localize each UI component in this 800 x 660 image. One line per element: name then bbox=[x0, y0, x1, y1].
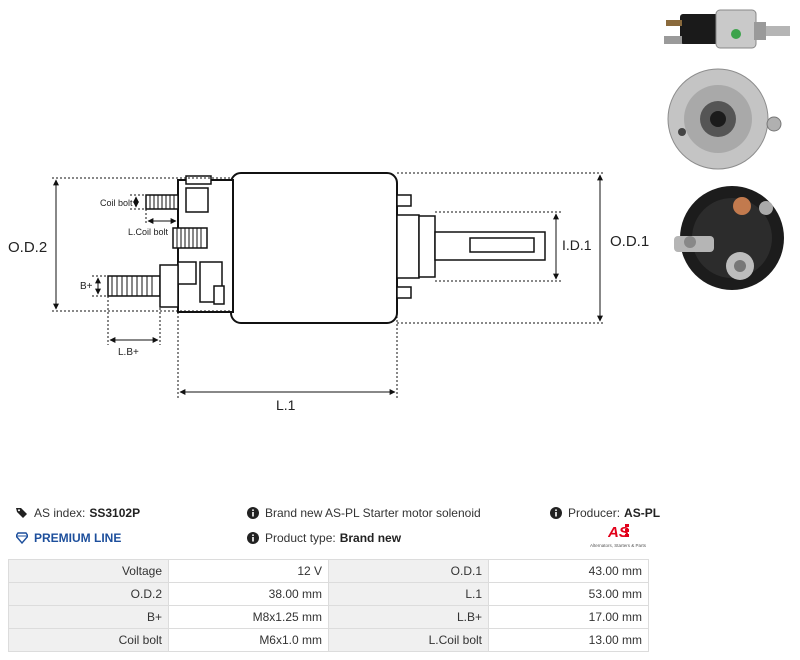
spec-value: 17.00 mm bbox=[488, 605, 649, 629]
spec-label: L.B+ bbox=[328, 605, 489, 629]
od1-label: O.D.1 bbox=[610, 233, 649, 250]
spec-label: Coil bolt bbox=[8, 628, 169, 652]
svg-text:AS: AS bbox=[608, 524, 629, 540]
spec-label: B+ bbox=[8, 605, 169, 629]
spec-label: Voltage bbox=[8, 559, 169, 583]
product-photo-rear bbox=[674, 186, 784, 290]
l-coil-bolt-label: L.Coil bolt bbox=[128, 227, 169, 237]
spec-value: 53.00 mm bbox=[488, 582, 649, 606]
od2-label: O.D.2 bbox=[8, 239, 47, 256]
as-pl-logo: AS Alternators, Starters & Parts bbox=[586, 522, 650, 552]
as-index-value: SS3102P bbox=[89, 506, 141, 520]
spec-label: O.D.1 bbox=[328, 559, 489, 583]
b-plus-bolt bbox=[107, 264, 179, 308]
as-logo-mark: AS bbox=[608, 524, 629, 540]
coil-terminal-thread bbox=[172, 227, 208, 249]
spec-label: L.Coil bolt bbox=[328, 628, 489, 652]
spec-label: O.D.2 bbox=[8, 582, 169, 606]
info-icon bbox=[247, 532, 259, 544]
product-type-row: Product type: Brand new bbox=[247, 531, 401, 545]
logo-subtext: Alternators, Starters & Parts bbox=[589, 543, 647, 548]
product-photo-front bbox=[667, 68, 782, 170]
as-index-label: AS index: bbox=[34, 506, 86, 520]
info-icon bbox=[550, 507, 562, 519]
spec-value: 13.00 mm bbox=[488, 628, 649, 652]
product-type-label: Product type: bbox=[265, 531, 336, 545]
spec-value: 43.00 mm bbox=[488, 559, 649, 583]
diamond-icon bbox=[16, 532, 28, 544]
description-text: Brand new AS-PL Starter motor solenoid bbox=[265, 506, 481, 520]
technical-drawing: O.D.2 O.D.1 I.D.1 L.1 L.B+ B+ Coil bolt … bbox=[8, 172, 649, 413]
premium-line-row: PREMIUM LINE bbox=[16, 531, 121, 545]
l1-label: L.1 bbox=[276, 397, 296, 413]
producer-value: AS-PL bbox=[624, 506, 661, 520]
spec-value: 12 V bbox=[168, 559, 329, 583]
coil-bolt bbox=[145, 194, 179, 210]
tags-icon bbox=[16, 508, 27, 518]
plunger bbox=[418, 215, 436, 278]
as-index-row: AS index: SS3102P bbox=[16, 506, 140, 520]
solenoid-housing bbox=[230, 172, 398, 324]
coil-bolt-label: Coil bolt bbox=[100, 198, 133, 208]
premium-line-label: PREMIUM LINE bbox=[34, 531, 122, 545]
spec-value: M8x1.25 mm bbox=[168, 605, 329, 629]
product-photo-side bbox=[664, 9, 790, 49]
product-type-value: Brand new bbox=[339, 531, 402, 545]
description-row: Brand new AS-PL Starter motor solenoid bbox=[247, 506, 481, 520]
spec-label: L.1 bbox=[328, 582, 489, 606]
bplus-label: B+ bbox=[80, 281, 93, 292]
info-icon bbox=[247, 507, 259, 519]
producer-row: Producer: AS-PL bbox=[550, 506, 660, 520]
id1-label: I.D.1 bbox=[562, 237, 592, 253]
spec-value: 38.00 mm bbox=[168, 582, 329, 606]
lbplus-label: L.B+ bbox=[118, 347, 139, 358]
producer-label: Producer: bbox=[568, 506, 621, 520]
spec-value: M6x1.0 mm bbox=[168, 628, 329, 652]
